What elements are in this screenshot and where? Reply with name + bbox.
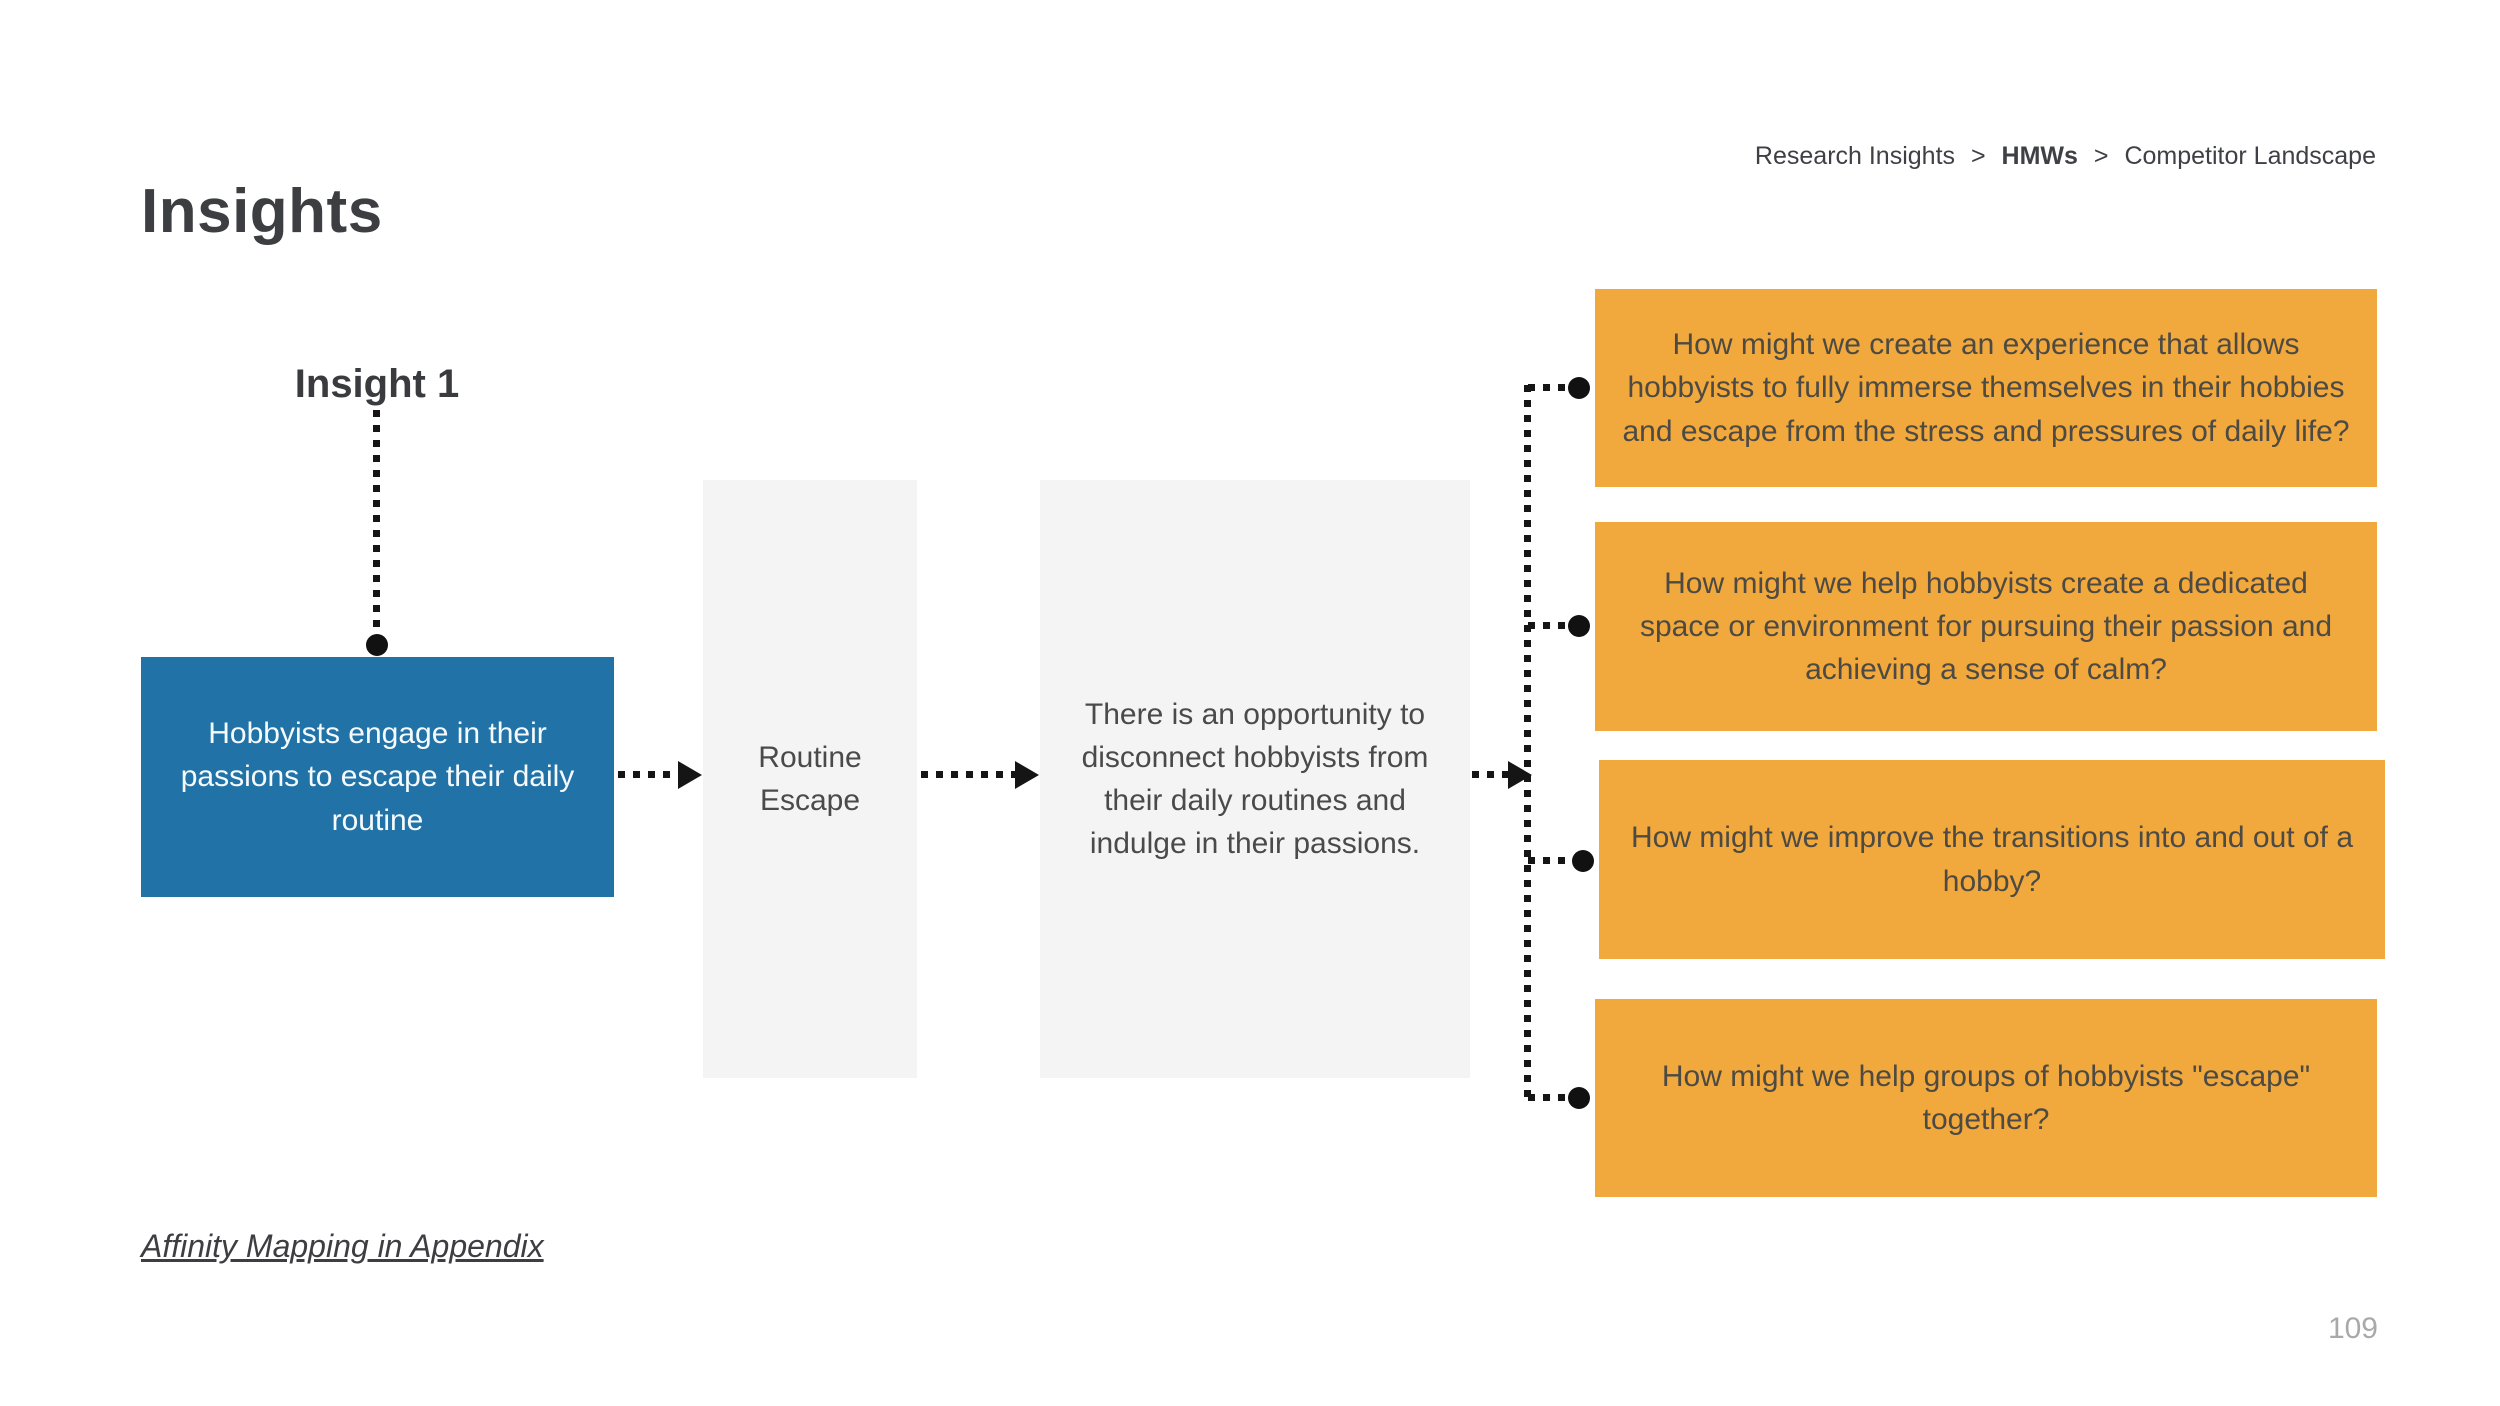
opportunity-statement-box: There is an opportunity to disconnect ho…: [1040, 480, 1470, 1078]
breadcrumb-item-research-insights[interactable]: Research Insights: [1754, 142, 1956, 170]
arrowhead-icon: [678, 761, 702, 789]
connector-stub-hmw-3: [1528, 857, 1572, 864]
connector-stub-hmw-4: [1528, 1094, 1568, 1101]
affinity-mapping-appendix-link[interactable]: Affinity Mapping in Appendix: [141, 1228, 544, 1264]
breadcrumb: Research Insights > HMWs > Competitor La…: [1755, 142, 2376, 171]
hmw-box-dedicated-space: How might we help hobbyists create a ded…: [1595, 522, 2377, 731]
hmw-box-immerse: How might we create an experience that a…: [1595, 289, 2377, 487]
connector-insight-endpoint-dot: [366, 634, 388, 656]
connector-endpoint-dot: [1572, 850, 1594, 872]
page-title: Insights: [141, 176, 383, 246]
connector-stub-hmw-1: [1528, 384, 1568, 391]
connector-endpoint-dot: [1568, 615, 1590, 637]
connector-line-opportunity-to-branch: [1472, 771, 1508, 778]
breadcrumb-item-hmws[interactable]: HMWs: [2001, 142, 2078, 170]
insight-1-label: Insight 1: [294, 362, 460, 406]
arrowhead-icon: [1015, 761, 1039, 789]
breadcrumb-separator: >: [1970, 142, 1986, 170]
connector-insight-vertical-line: [373, 410, 380, 636]
breadcrumb-separator: >: [2093, 142, 2109, 170]
connector-line-theme-to-opportunity: [921, 771, 1015, 778]
connector-endpoint-dot: [1568, 377, 1590, 399]
connector-line-insight-to-theme: [618, 771, 678, 778]
connector-endpoint-dot: [1568, 1087, 1590, 1109]
breadcrumb-item-competitor-landscape[interactable]: Competitor Landscape: [2124, 142, 2376, 170]
connector-branch-vertical-line: [1524, 385, 1531, 1101]
hmw-box-transitions: How might we improve the transitions int…: [1599, 760, 2385, 959]
connector-stub-hmw-2: [1528, 622, 1568, 629]
hmw-box-escape-together: How might we help groups of hobbyists "e…: [1595, 999, 2377, 1197]
theme-box-routine-escape: Routine Escape: [703, 480, 917, 1078]
page-number: 109: [2327, 1312, 2378, 1345]
insight-statement-box: Hobbyists engage in their passions to es…: [141, 657, 614, 897]
